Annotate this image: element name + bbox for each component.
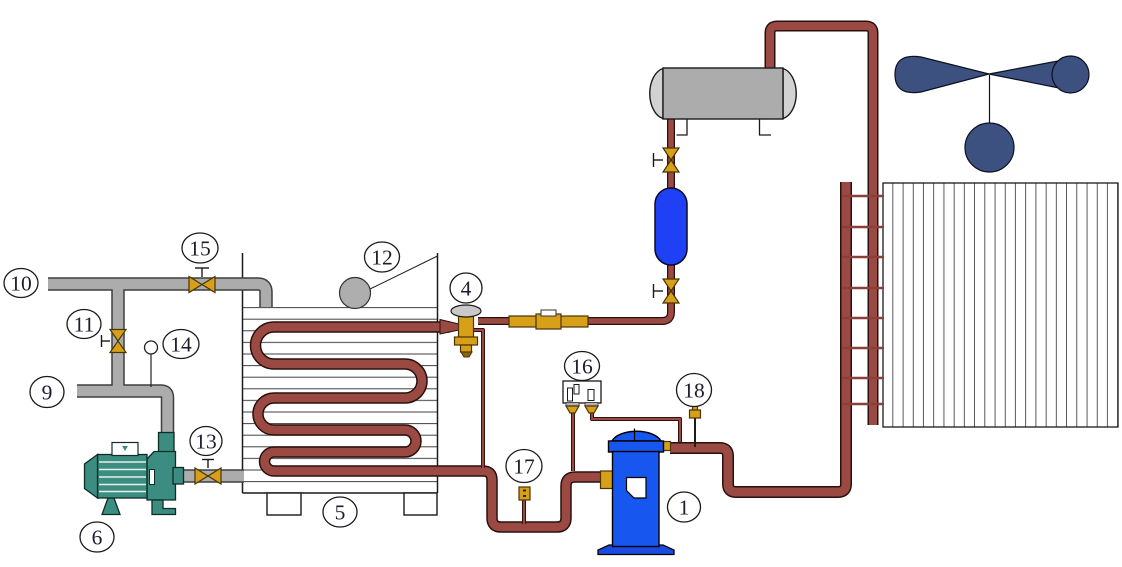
callout-14: 14: [162, 328, 200, 360]
svg-text:9: 9: [42, 381, 53, 405]
svg-text:13: 13: [195, 430, 217, 454]
pressure-switch: [562, 380, 602, 414]
bulb-callout-line: [368, 255, 438, 290]
callout-1: 1: [666, 491, 702, 523]
callouts: 1 4 5 6 9 10 11 12: [3, 232, 713, 553]
fan-blade-left: [894, 55, 990, 94]
receiver-leg-left: [676, 119, 688, 136]
tank-leg-left: [266, 492, 302, 516]
receiver-shell: [662, 67, 784, 120]
callout-11: 11: [66, 308, 102, 340]
condenser-fan: [894, 55, 1090, 173]
pump-coupling: [149, 469, 155, 485]
water-pipe-10: [48, 278, 272, 307]
svg-text:10: 10: [10, 272, 32, 296]
compressor-base: [597, 544, 675, 556]
svg-text:11: 11: [74, 313, 95, 337]
txv-tip: [460, 351, 473, 358]
receiver-to-condenser-header: [766, 22, 877, 425]
condenser-taps: [842, 194, 884, 406]
callout-9: 9: [29, 375, 65, 409]
svg-text:4: 4: [461, 277, 472, 301]
callout-6: 6: [79, 521, 115, 553]
callout-15: 15: [181, 232, 219, 264]
valve-15: [188, 267, 216, 294]
switch-detail-3: [587, 389, 595, 401]
valve-13: [194, 458, 222, 486]
receiver-right-cap: [782, 67, 797, 120]
fan-motor: [964, 122, 1015, 173]
compressor-shell: [611, 450, 660, 548]
compressor-dome: [610, 430, 663, 442]
suction-port: [599, 470, 614, 490]
capillary-lines: [474, 328, 696, 524]
temperature-bulb: [338, 255, 438, 310]
callout-12: 12: [363, 241, 401, 273]
receiver-leg-right: [758, 119, 771, 136]
txv-diaphragm-cap: [450, 304, 482, 318]
discharge-riser-pipe: [670, 182, 851, 497]
svg-text:12: 12: [371, 246, 393, 270]
motor-fan-cowl: [83, 453, 99, 500]
svg-text:14: 14: [170, 333, 192, 357]
compressor-cap-band: [607, 440, 665, 453]
switch-detail-2: [573, 384, 580, 395]
switch-detail-1: [567, 387, 573, 402]
pressure-switch-high-capillary: [591, 411, 681, 442]
receiver-tank: [649, 67, 797, 136]
pump-inlet-neck: [157, 431, 175, 454]
pump-foot-front: [151, 499, 177, 516]
water-pump: [83, 431, 185, 516]
receiver-outlet-valve: [652, 147, 681, 173]
sight-glass: [508, 309, 589, 330]
txv-outlet-cone: [439, 318, 460, 335]
bulb-icon: [338, 276, 372, 310]
svg-text:15: 15: [189, 237, 211, 261]
svg-text:1: 1: [679, 496, 690, 520]
sight-glass-window: [540, 309, 557, 317]
sensor-14-icon: [143, 340, 159, 355]
svg-text:18: 18: [683, 379, 705, 403]
compressor: [597, 428, 675, 556]
pump-discharge-flange: [172, 466, 185, 485]
switch-port-right: [583, 405, 600, 414]
filter-drier: [654, 187, 688, 266]
drier-outlet-valve: [652, 278, 681, 304]
callout-10: 10: [3, 267, 39, 299]
condenser-fin-block: [882, 182, 1119, 428]
valves: [100, 147, 681, 486]
terminal-box-glyph: [122, 446, 128, 451]
txv-lower: [459, 344, 473, 353]
callout-16: 16: [563, 350, 601, 382]
tank-leg-right: [403, 492, 438, 516]
callout-4: 4: [449, 272, 483, 304]
compressor-nameplate: [625, 476, 647, 499]
svg-text:5: 5: [335, 501, 346, 525]
callout-13: 13: [189, 425, 223, 457]
pump-foot-rear: [101, 497, 121, 516]
water-pipe-9: [77, 385, 173, 436]
expansion-valve: [439, 304, 482, 358]
svg-text:16: 16: [571, 355, 593, 379]
svg-text:6: 6: [92, 526, 103, 550]
callout-5: 5: [322, 496, 358, 528]
suction-service-port: [518, 486, 531, 501]
liquid-line: [478, 118, 674, 324]
switch-port-left: [564, 405, 581, 414]
txv-equalizer-line: [474, 329, 484, 468]
svg-text:17: 17: [513, 455, 535, 479]
serpentine-coil-and-suction-line: [249, 321, 603, 533]
fan-hub: [1051, 55, 1090, 94]
pipe-sensor-14: [143, 340, 159, 387]
callout-17: 17: [505, 448, 543, 484]
callout-18: 18: [675, 372, 713, 408]
receiver-left-cap: [649, 67, 664, 120]
refrigerant-piping: [478, 20, 884, 498]
txv-flange: [453, 336, 479, 346]
valve-11: [100, 328, 128, 354]
motor-fins: [99, 461, 146, 493]
